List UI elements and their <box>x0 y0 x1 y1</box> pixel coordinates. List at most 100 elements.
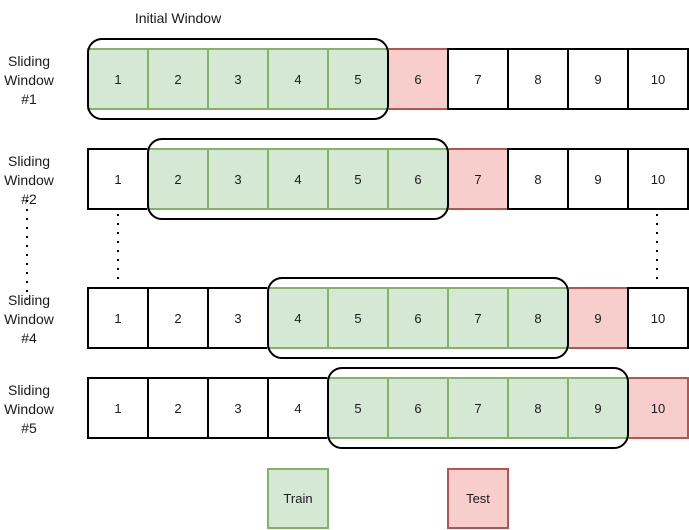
cell <box>87 287 149 349</box>
window-outline <box>267 277 569 359</box>
train-cell <box>447 377 509 439</box>
cell-number: 3 <box>234 172 241 187</box>
legend-test-label: Test <box>466 491 490 506</box>
cell-number: 1 <box>114 172 121 187</box>
row-label-line: Window <box>4 401 55 417</box>
train-cell <box>327 377 389 439</box>
train-cell <box>507 377 569 439</box>
cell-number: 7 <box>474 311 481 326</box>
cell-number: 4 <box>294 72 301 87</box>
row-label-line: Window <box>4 311 55 327</box>
cell-number: 9 <box>594 401 601 416</box>
cell-number: 8 <box>534 311 541 326</box>
row-label-line: Sliding <box>8 292 50 308</box>
cell-number: 3 <box>234 311 241 326</box>
train-cell <box>387 377 449 439</box>
row-label-line: Sliding <box>8 153 50 169</box>
train-cell <box>267 48 329 110</box>
cell-number: 9 <box>594 172 601 187</box>
cell-number: 8 <box>534 172 541 187</box>
train-cell <box>207 148 269 210</box>
initial-window-title: Initial Window <box>135 10 222 26</box>
legend-train-label: Train <box>283 491 312 506</box>
cell <box>507 148 569 210</box>
cell-number: 2 <box>174 72 181 87</box>
cell <box>627 148 689 210</box>
train-cell <box>147 48 209 110</box>
cell-number: 8 <box>534 72 541 87</box>
cell <box>87 148 149 210</box>
row-label-line: Sliding <box>8 382 50 398</box>
train-cell <box>387 148 449 210</box>
cell <box>447 48 509 110</box>
window-outline <box>87 38 389 120</box>
cell-number: 10 <box>651 311 665 326</box>
cell-number: 3 <box>234 401 241 416</box>
cell-number: 2 <box>174 172 181 187</box>
window-outline <box>327 367 629 449</box>
cell-number: 4 <box>294 311 301 326</box>
cell-number: 2 <box>174 311 181 326</box>
cell-number: 5 <box>354 401 361 416</box>
row-label-line: Window <box>4 172 55 188</box>
train-cell <box>507 287 569 349</box>
legend-test-box <box>447 468 509 529</box>
cell <box>507 48 569 110</box>
cell-number: 4 <box>294 401 301 416</box>
cell-number: 4 <box>294 172 301 187</box>
cell <box>627 287 689 349</box>
cell-number: 6 <box>414 311 421 326</box>
row-label-line: #4 <box>21 330 37 346</box>
row-label-line: Window <box>4 72 55 88</box>
cell-number: 5 <box>354 311 361 326</box>
cell-number: 6 <box>414 172 421 187</box>
cell-number: 6 <box>414 401 421 416</box>
cell-number: 10 <box>651 401 665 416</box>
cell-number: 5 <box>354 172 361 187</box>
cell-number: 3 <box>234 72 241 87</box>
train-cell <box>327 148 389 210</box>
window-outline <box>147 138 449 220</box>
train-cell <box>207 48 269 110</box>
cell-number: 7 <box>474 72 481 87</box>
train-cell <box>147 148 209 210</box>
cell-number: 1 <box>114 311 121 326</box>
row-label-line: #5 <box>21 420 37 436</box>
cell-number: 8 <box>534 401 541 416</box>
ellipsis-connectors <box>26 200 658 300</box>
test-cell <box>567 287 629 349</box>
cell-number: 10 <box>651 72 665 87</box>
cell-number: 9 <box>594 311 601 326</box>
cell-number: 1 <box>114 72 121 87</box>
cell <box>207 287 269 349</box>
cell-number: 9 <box>594 72 601 87</box>
train-cell <box>327 287 389 349</box>
train-cell <box>327 48 389 110</box>
cell <box>147 287 209 349</box>
cell-number: 7 <box>474 172 481 187</box>
row-label-line: Sliding <box>8 53 50 69</box>
train-cell <box>267 148 329 210</box>
train-cell <box>447 287 509 349</box>
cell-number: 2 <box>174 401 181 416</box>
cell-number: 10 <box>651 172 665 187</box>
cell <box>627 48 689 110</box>
legend-train-box <box>267 468 329 529</box>
cell-number: 6 <box>414 72 421 87</box>
cell-number: 1 <box>114 401 121 416</box>
row-label-line: #1 <box>21 91 37 107</box>
legend: Train Test <box>267 468 509 529</box>
cell-number: 7 <box>474 401 481 416</box>
train-cell <box>267 287 329 349</box>
cell-number: 5 <box>354 72 361 87</box>
